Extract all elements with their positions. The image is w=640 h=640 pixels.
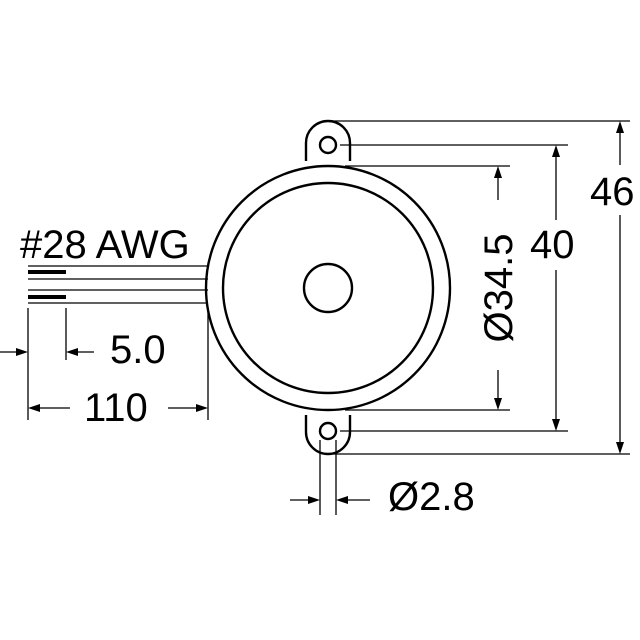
lead-length-label: 110 — [84, 386, 148, 430]
dim-hole-right-arrow — [336, 496, 348, 504]
dim-lead-left-arrow — [28, 404, 40, 412]
dim-inner-bottom-arrow — [494, 398, 502, 410]
dim-strip-right-arrow — [66, 348, 78, 356]
wire-gauge-label: #28 AWG — [20, 223, 190, 267]
sound-port — [302, 262, 354, 314]
dim-inner-top-arrow — [494, 166, 502, 178]
outer-housing-circle — [204, 164, 452, 412]
dim-hole-left-arrow — [308, 496, 320, 504]
bottom-mounting-hole — [318, 421, 338, 441]
bottom-mounting-tab — [304, 415, 352, 456]
hole-spacing-label: 40 — [530, 223, 575, 267]
dim-holes-top-arrow — [552, 145, 560, 157]
inner-diameter-label: Ø34.5 — [477, 234, 521, 343]
buzzer-body — [204, 119, 452, 456]
lead-wires — [28, 265, 208, 304]
dim-overall-bottom-arrow — [616, 442, 624, 454]
dimension-labels: #28 AWG 5.0 110 Ø34.5 40 46 Ø2.8 — [20, 170, 635, 519]
top-mounting-hole — [318, 135, 338, 155]
extension-lines — [27, 120, 630, 515]
dim-lead-right-arrow — [196, 404, 208, 412]
inner-housing-circle — [221, 181, 435, 395]
overall-height-label: 46 — [590, 170, 635, 214]
dim-overall-top-arrow — [616, 121, 624, 133]
dim-holes-bottom-arrow — [552, 419, 560, 431]
dimension-lines — [0, 121, 624, 504]
strip-length-label: 5.0 — [110, 328, 166, 372]
hole-diameter-label: Ø2.8 — [388, 475, 475, 519]
top-mounting-tab — [304, 119, 352, 161]
dim-strip-left-arrow — [16, 348, 28, 356]
